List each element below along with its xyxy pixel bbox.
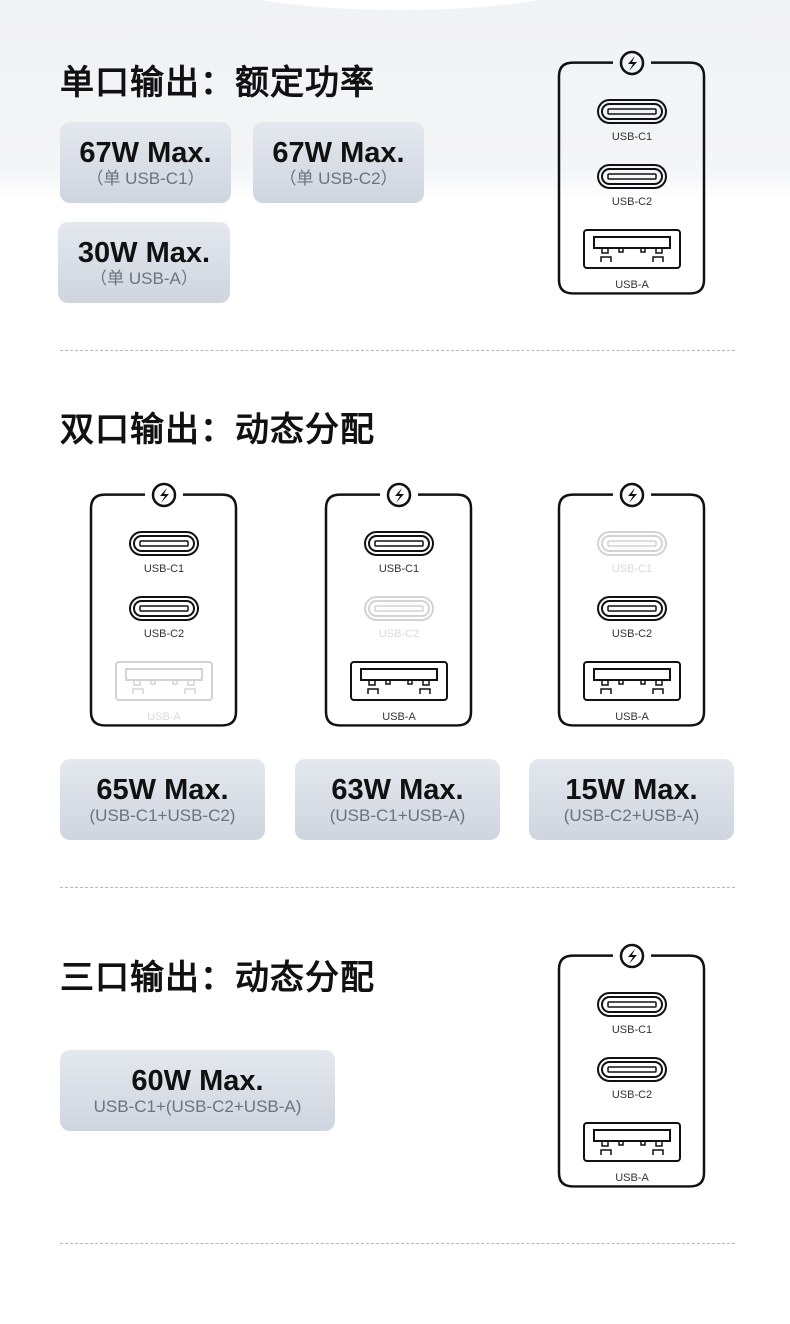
power-box: 65W Max.(USB-C1+USB-C2): [60, 759, 265, 840]
usb-a-port: USB-A: [583, 661, 681, 723]
usb-a-port: USB-A: [583, 229, 681, 291]
port-label: USB-A: [382, 711, 416, 723]
usb-c-port: USB-C2: [129, 596, 199, 640]
charger-outline: [557, 493, 706, 727]
divider: [60, 1243, 735, 1244]
charger-outline: [557, 61, 706, 295]
charger-outline: [89, 493, 238, 727]
port-desc: (USB-C1+USB-C2): [89, 805, 236, 825]
charger-outline: [324, 493, 473, 727]
watt: 63W Max.: [331, 773, 464, 806]
usb-c-port: USB-C1: [129, 531, 199, 575]
section-title-single: 单口输出：额定功率: [60, 63, 375, 103]
port-label: USB-C1: [612, 563, 652, 575]
port-label: USB-C1: [612, 131, 652, 143]
port-label: USB-C1: [144, 563, 184, 575]
usb-c-port: USB-C2: [364, 596, 434, 640]
power-box: 67W Max.（单 USB-C2）: [253, 122, 424, 203]
port-desc: （单 USB-C2）: [279, 168, 398, 188]
divider: [60, 887, 735, 888]
port-label: USB-A: [615, 1172, 649, 1184]
port-desc: （单 USB-C1）: [86, 168, 205, 188]
charger-outline: [557, 954, 706, 1188]
usb-c-port: USB-C1: [364, 531, 434, 575]
watt: 15W Max.: [565, 773, 698, 806]
usb-c-port: USB-C2: [597, 1057, 667, 1101]
power-box: 30W Max.（单 USB-A）: [58, 222, 230, 303]
usb-c-port: USB-C1: [597, 992, 667, 1036]
port-desc: （单 USB-A）: [90, 268, 198, 288]
port-desc: USB-C1+(USB-C2+USB-A): [93, 1096, 302, 1116]
port-label: USB-C1: [379, 563, 419, 575]
usb-c-port: USB-C1: [597, 99, 667, 143]
lightning-circle-icon: [151, 482, 177, 508]
port-label: USB-C2: [144, 628, 184, 640]
usb-c-port: USB-C2: [597, 164, 667, 208]
port-label: USB-C2: [612, 1089, 652, 1101]
usb-a-port: USB-A: [583, 1122, 681, 1184]
port-label: USB-C1: [612, 1024, 652, 1036]
lightning-circle-icon: [386, 482, 412, 508]
power-box: 67W Max.（单 USB-C1）: [60, 122, 231, 203]
usb-a-port: USB-A: [350, 661, 448, 723]
port-label: USB-A: [615, 711, 649, 723]
power-box: 15W Max.(USB-C2+USB-A): [529, 759, 734, 840]
divider: [60, 350, 735, 351]
port-label: USB-C2: [379, 628, 419, 640]
watt: 65W Max.: [96, 773, 229, 806]
port-label: USB-C2: [612, 628, 652, 640]
power-box: 63W Max.(USB-C1+USB-A): [295, 759, 500, 840]
section-title-triple: 三口输出：动态分配: [60, 958, 375, 998]
usb-c-port: USB-C2: [597, 596, 667, 640]
section-title-dual: 双口输出：动态分配: [60, 410, 375, 450]
lightning-circle-icon: [619, 482, 645, 508]
port-label: USB-C2: [612, 196, 652, 208]
lightning-circle-icon: [619, 943, 645, 969]
watt: 60W Max.: [131, 1064, 264, 1097]
watt: 67W Max.: [272, 136, 405, 169]
lightning-circle-icon: [619, 50, 645, 76]
usb-a-port: USB-A: [115, 661, 213, 723]
port-desc: (USB-C2+USB-A): [563, 805, 700, 825]
port-label: USB-A: [615, 279, 649, 291]
port-desc: (USB-C1+USB-A): [329, 805, 466, 825]
port-label: USB-A: [147, 711, 181, 723]
watt: 30W Max.: [77, 236, 211, 269]
power-box: 60W Max.USB-C1+(USB-C2+USB-A): [60, 1050, 335, 1131]
watt: 67W Max.: [79, 136, 212, 169]
usb-c-port: USB-C1: [597, 531, 667, 575]
